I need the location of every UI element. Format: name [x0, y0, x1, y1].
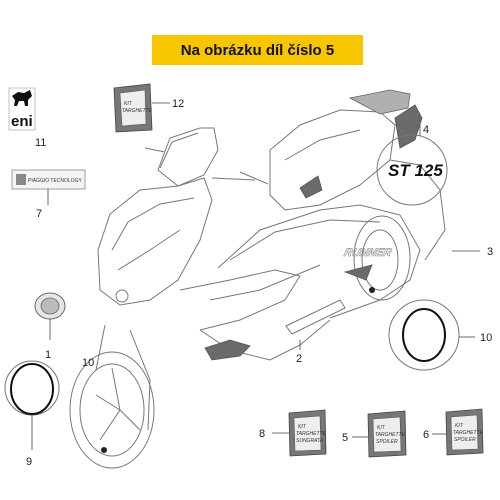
- callout-12: 12: [172, 98, 184, 110]
- piaggio-technology-decal[interactable]: PIAGGIO TECNOLOGY: [11, 169, 86, 190]
- svg-text:TARGHETTE: TARGHETTE: [296, 431, 327, 437]
- svg-text:TARGHETTE: TARGHETTE: [375, 432, 406, 438]
- svg-text:KIT: KIT: [377, 425, 386, 431]
- svg-text:KIT: KIT: [455, 423, 464, 429]
- svg-text:SUNGRATA: SUNGRATA: [296, 438, 324, 444]
- scooter-illustration: [69, 89, 446, 469]
- svg-text:SPOILER: SPOILER: [454, 437, 476, 443]
- callout-2: 2: [296, 353, 302, 365]
- dog-logo-icon: [12, 90, 32, 106]
- st125-decal[interactable]: ST 125: [376, 134, 448, 206]
- callout-9: 9: [26, 456, 32, 468]
- runner-decal[interactable]: RUNNER: [342, 247, 393, 259]
- side-stripe-decal[interactable]: [285, 299, 346, 335]
- callout-3: 3: [487, 246, 493, 258]
- piaggio-technology-text: PIAGGIO TECNOLOGY: [28, 178, 82, 184]
- emblem-part-1[interactable]: [34, 292, 66, 320]
- kit-targhette-5[interactable]: KIT TARGHETTE SPOILER: [367, 410, 407, 458]
- callout-6: 6: [423, 429, 429, 441]
- kit-targhette-6[interactable]: KIT TARGHETTE SPOILER: [445, 408, 484, 456]
- svg-text:SPOILER: SPOILER: [376, 439, 398, 445]
- svg-text:KIT: KIT: [124, 101, 133, 107]
- callout-10-right: 10: [480, 332, 492, 344]
- callout-4: 4: [423, 124, 429, 136]
- eni-logo-text: eni: [11, 113, 33, 130]
- kit-targhette-8[interactable]: KIT TARGHETTE SUNGRATA: [288, 409, 327, 457]
- callout-7: 7: [36, 208, 42, 220]
- callout-11: 11: [35, 137, 46, 149]
- part-number-banner: Na obrázku díl číslo 5: [152, 35, 363, 65]
- rim-stripe-9[interactable]: [4, 360, 60, 416]
- callout-10-left: 10: [82, 357, 94, 369]
- eni-logo-decal[interactable]: eni: [8, 87, 36, 131]
- callout-1: 1: [45, 349, 51, 361]
- rim-stripe-10-right[interactable]: [388, 299, 460, 371]
- svg-text:KIT: KIT: [298, 424, 307, 430]
- kit-targhette-12[interactable]: KIT TARGHETTE: [113, 83, 153, 133]
- runner-text: RUNNER: [343, 247, 393, 259]
- st125-text: ST 125: [388, 161, 443, 180]
- svg-text:TARGHETTE: TARGHETTE: [122, 108, 153, 114]
- callout-5: 5: [342, 432, 348, 444]
- svg-text:TARGHETTE: TARGHETTE: [453, 430, 484, 436]
- callout-8: 8: [259, 428, 265, 440]
